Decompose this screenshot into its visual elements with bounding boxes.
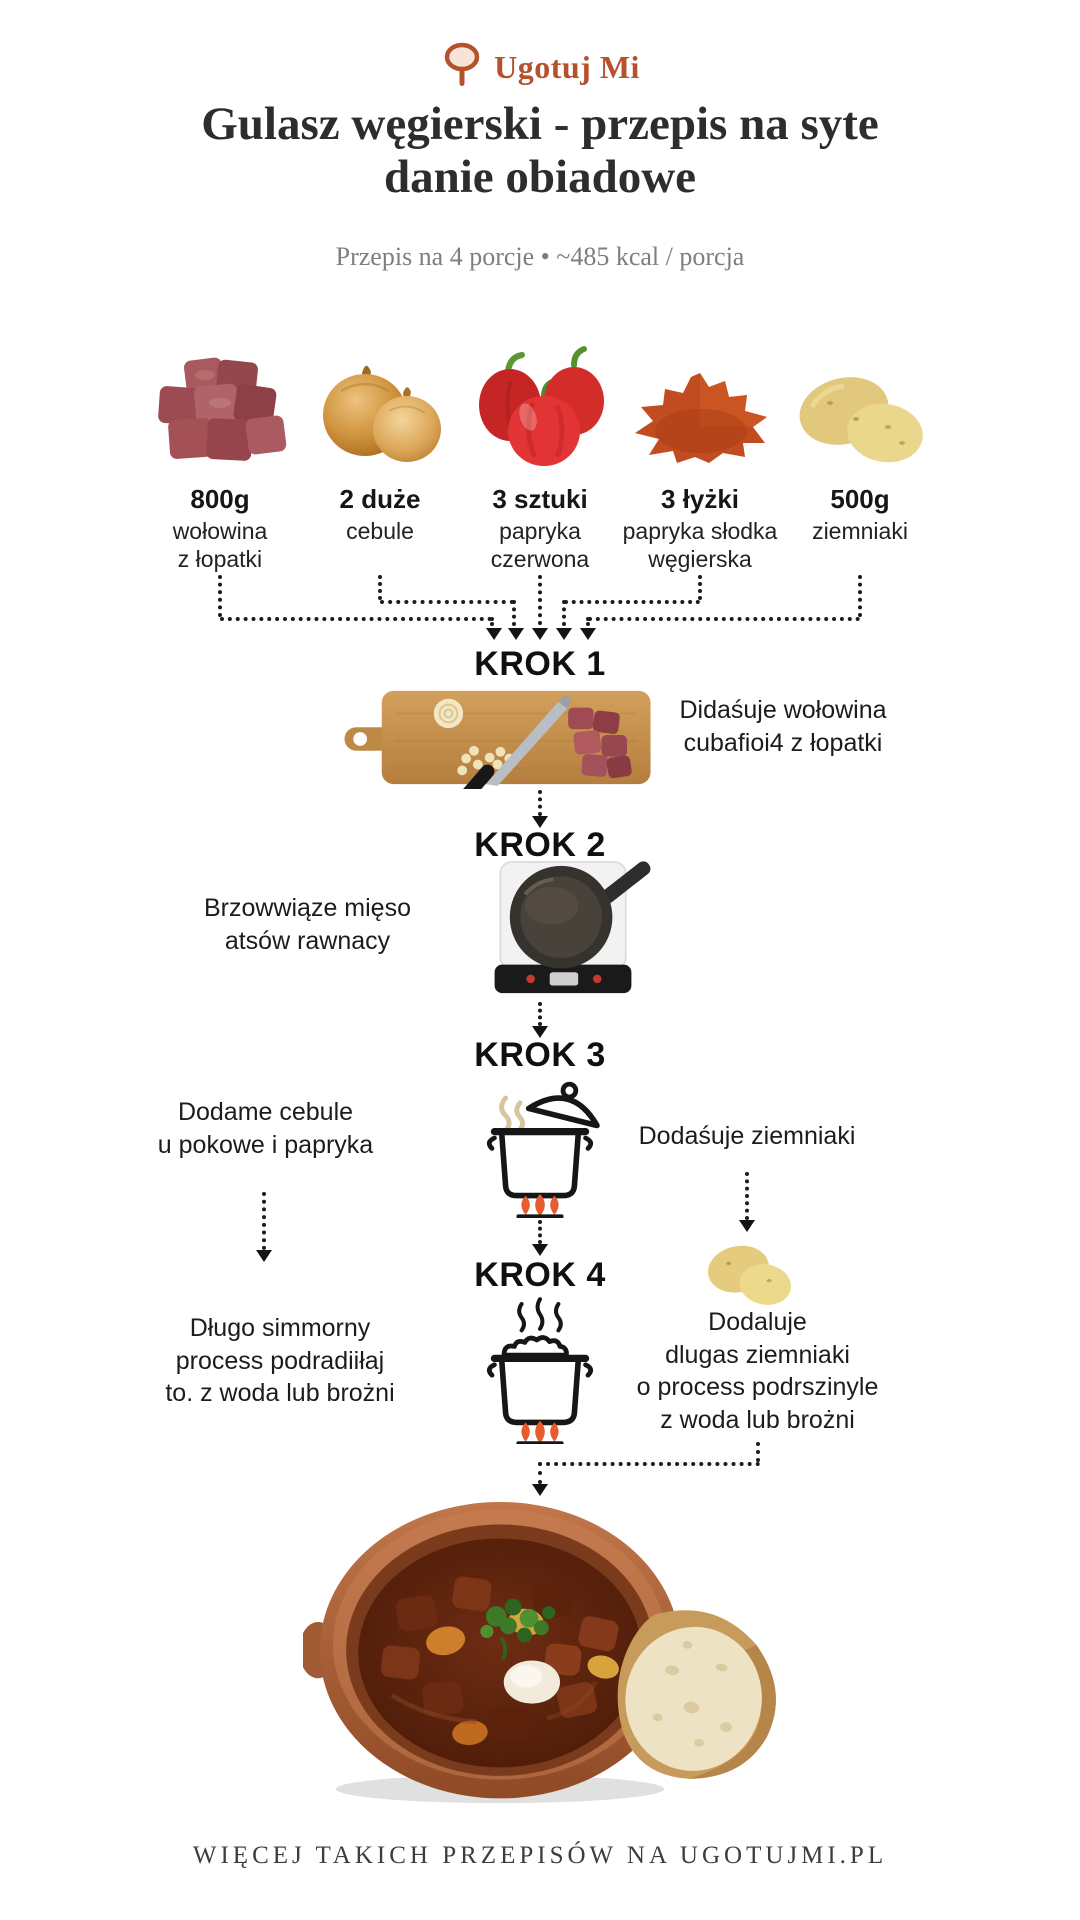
pan-top-view-icon — [440, 40, 484, 95]
onions-icon — [315, 318, 445, 468]
arrow-down-icon — [486, 628, 502, 640]
connector-line — [586, 617, 590, 626]
connector-line — [378, 575, 382, 600]
connector-line — [262, 1192, 266, 1250]
arrow-down-icon — [580, 628, 596, 640]
goulash-bowl-icon — [299, 1498, 701, 1813]
connector-line — [538, 1462, 542, 1484]
step-1-label: KROK 1 — [474, 645, 606, 683]
pan-on-hob-icon — [468, 858, 658, 1006]
step-4-left-description: Długo simmorny process podradiiłaj to. z… — [165, 1314, 395, 1407]
ingredients-row: 800g wołowina z łopatki — [140, 318, 940, 573]
ingredient-beef: 800g wołowina z łopatki — [140, 318, 300, 573]
paprika-powder-icon — [625, 318, 775, 468]
connector-line — [538, 1462, 760, 1466]
arrow-down-icon — [556, 628, 572, 640]
step-2-label: KROK 2 — [474, 826, 606, 864]
ingredient-qty: 3 sztuki — [492, 484, 588, 514]
page-subtitle: Przepis na 4 porcje • ~485 kcal / porcja — [335, 242, 745, 271]
connector-line — [380, 600, 514, 604]
arrow-down-icon — [739, 1220, 755, 1232]
step-3-right-description: Dodaśuje ziemniaki — [638, 1122, 856, 1150]
arrow-down-icon — [532, 628, 548, 640]
arrow-down-icon — [532, 816, 548, 828]
ingredient-name: wołowina z łopatki — [172, 518, 268, 573]
connector-line — [218, 575, 222, 617]
footer-text: WIĘCEJ TAKICH PRZEPISÓW NA UGOTUJMI.PL — [192, 1842, 888, 1869]
connector-line — [538, 790, 542, 816]
pot-simmer-icon — [464, 1074, 616, 1223]
ingredient-name: papryka słodka węgierska — [622, 518, 778, 573]
arrow-down-icon — [532, 1484, 548, 1496]
ingredient-potatoes: 500g ziemniaki — [780, 318, 940, 573]
connector-line — [538, 1002, 542, 1026]
step-4-label: KROK 4 — [474, 1256, 606, 1294]
arrow-down-icon — [256, 1250, 272, 1262]
step-4-right-description: Dodaluje dlugas ziemniaki o process podr… — [636, 1308, 879, 1434]
ingredient-name: ziemniaki — [812, 518, 908, 544]
ingredient-paprika: 3 łyżki papryka słodka węgierska — [620, 318, 780, 573]
connector-line — [858, 575, 862, 617]
step-3-left-description: Dodame cebule u pokowe i papryka — [157, 1098, 374, 1159]
ingredient-qty: 3 łyżki — [660, 484, 740, 514]
arrow-down-icon — [532, 1244, 548, 1256]
connector-line — [698, 575, 702, 600]
small-potatoes-icon — [700, 1238, 796, 1313]
step-1-description: Didaśuje wołowina cubafioi4 z łopatki — [679, 696, 887, 757]
arrow-down-icon — [508, 628, 524, 640]
brand-logo: Ugotuj Mi — [0, 40, 1080, 95]
step-2-description: Brzowwiąze mięso atsów rawnacy — [203, 894, 411, 955]
connector-line — [220, 617, 492, 621]
connector-line — [745, 1172, 749, 1220]
connector-line — [538, 1220, 542, 1244]
ingredient-qty: 800g — [190, 484, 250, 514]
beef-cubes-icon — [145, 318, 295, 468]
potatoes-icon — [790, 318, 930, 468]
ingredient-name: papryka czerwona — [490, 518, 590, 573]
arrow-down-icon — [532, 1026, 548, 1038]
cutting-board-icon — [340, 686, 655, 810]
connector-line — [756, 1442, 760, 1462]
connector-line — [512, 600, 516, 626]
red-peppers-icon — [470, 318, 610, 468]
ingredient-qty: 2 duże — [339, 484, 421, 514]
ingredient-name: cebule — [346, 518, 414, 544]
ingredient-qty: 500g — [830, 484, 890, 514]
ingredient-onions: 2 duże cebule — [300, 318, 460, 573]
connector-line — [538, 575, 542, 625]
bread-slice-icon — [598, 1606, 798, 1796]
page-title: Gulasz węgierski - przepis na syte danie… — [201, 98, 879, 203]
brand-name: Ugotuj Mi — [494, 49, 640, 85]
connector-line — [564, 600, 700, 604]
connector-line — [588, 617, 860, 621]
ingredient-peppers: 3 sztuki papryka czerwona — [460, 318, 620, 573]
connector-line — [562, 600, 566, 626]
connector-line — [490, 617, 494, 626]
pot-boiling-icon — [464, 1296, 616, 1449]
step-3-label: KROK 3 — [474, 1036, 606, 1074]
